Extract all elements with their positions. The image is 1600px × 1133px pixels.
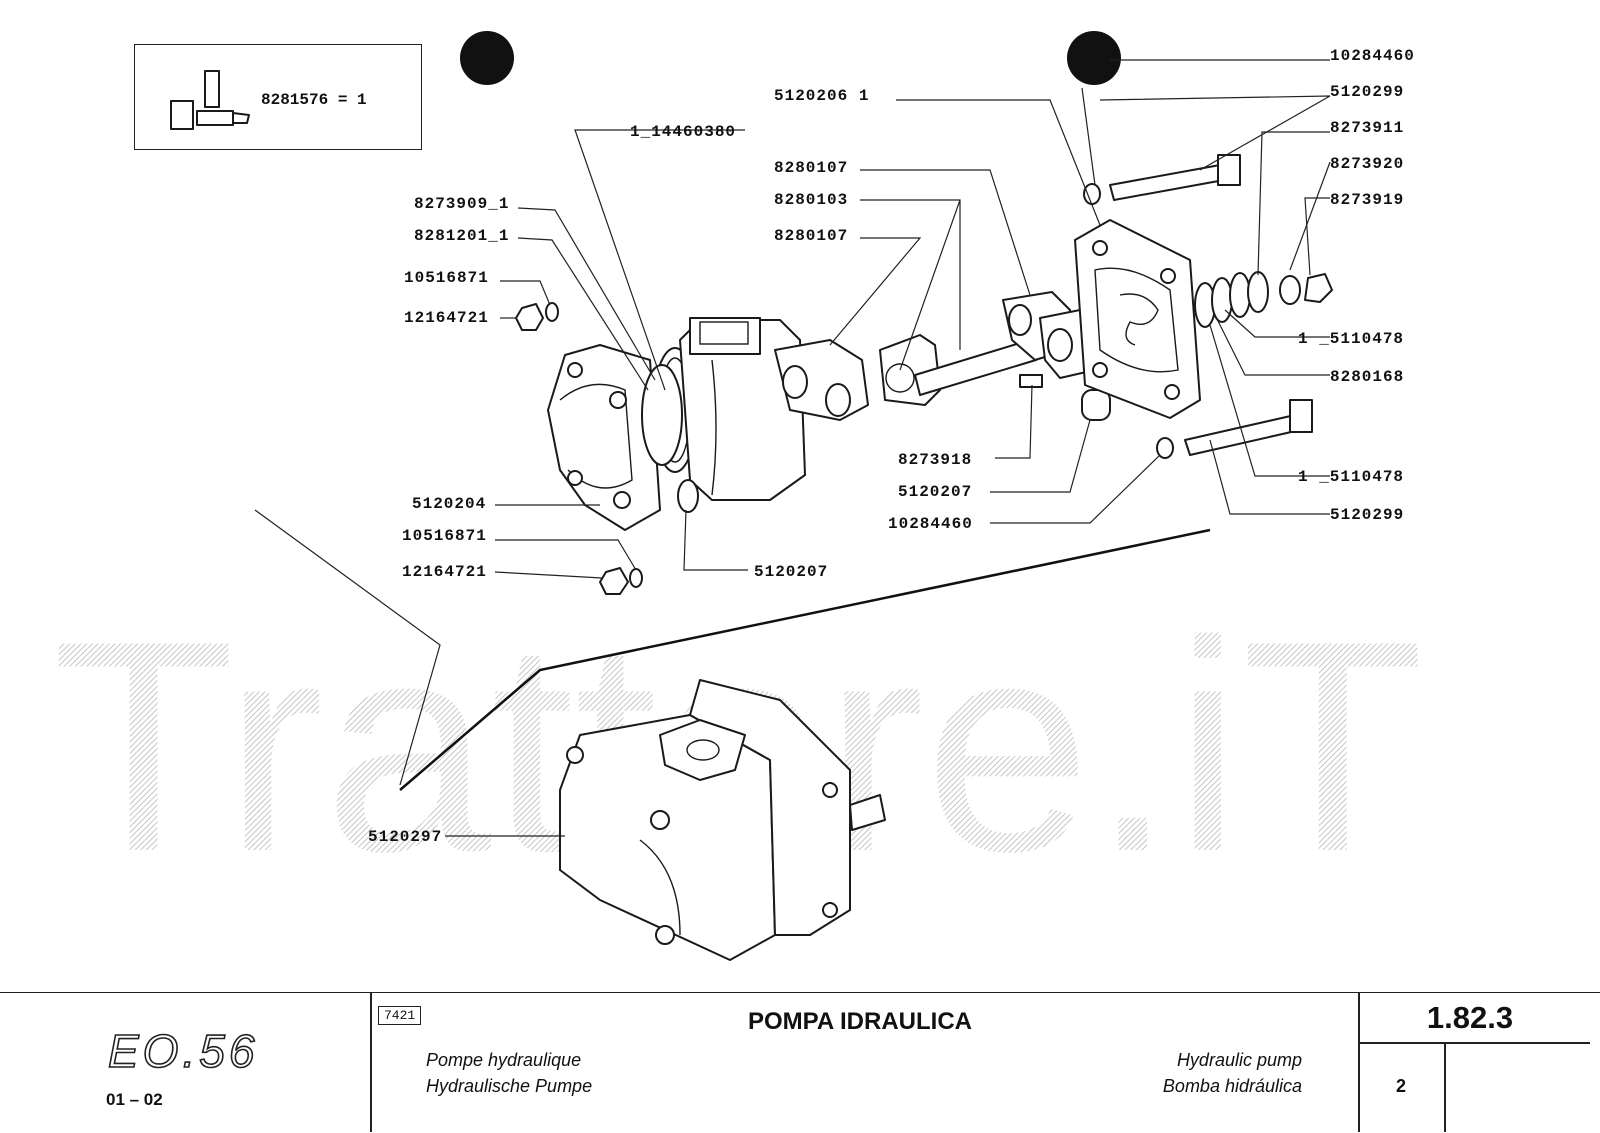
bushing-left-part [774, 339, 869, 421]
part-label: 5120299 [1330, 506, 1404, 524]
spring-valve-part [1194, 271, 1333, 328]
model-date: 01 – 02 [106, 1090, 163, 1109]
part-label: 5120297 [368, 828, 442, 846]
part-label: 8273909_1 [414, 195, 509, 213]
section-code: 7421 [378, 1006, 422, 1025]
key-part [1019, 374, 1043, 388]
page-number: 2 [1396, 1076, 1407, 1096]
part-label: 1 _5110478 [1298, 330, 1404, 348]
title-spanish: Bomba hidráulica [1162, 1076, 1302, 1096]
part-label: 8273918 [898, 451, 972, 469]
washer-part [1156, 437, 1174, 459]
divider [1358, 992, 1360, 1132]
nut-washer-top-part [515, 302, 559, 331]
part-label: 5120204 [412, 495, 486, 513]
part-label: 5120206 1 [774, 87, 869, 105]
nut-washer-bottom-part [599, 567, 643, 595]
kit-box: 8281576 = 1 [134, 44, 422, 150]
bolt-bottom-part [1184, 399, 1313, 456]
part-label: 12164721 [402, 563, 487, 581]
marker-dot-right [1067, 31, 1121, 85]
part-label: 5120299 [1330, 83, 1404, 101]
gear-shaft-part [879, 334, 1037, 406]
rear-cover-part [1074, 219, 1201, 419]
divider [370, 992, 372, 1132]
kit-parts-icon [170, 70, 250, 130]
bolt-top-part [1109, 154, 1241, 201]
title-french: Pompe hydraulique [426, 1050, 582, 1070]
part-label: 8280103 [774, 191, 848, 209]
part-label: 10516871 [402, 527, 487, 545]
part-label: 8273911 [1330, 119, 1404, 137]
part-label: 1 _5110478 [1298, 468, 1404, 486]
part-label: 10284460 [888, 515, 973, 533]
kit-part-number: 8281576 = 1 [261, 91, 367, 109]
dowel-part [1081, 389, 1111, 421]
part-label: 8281201_1 [414, 227, 509, 245]
exploded-diagram: Trattore.iT [52, 31, 1424, 961]
part-label: 8280168 [1330, 368, 1404, 386]
part-label: 8273919 [1330, 191, 1404, 209]
model-logo: EO.56 [107, 1024, 259, 1078]
part-label: 10284460 [1330, 47, 1415, 65]
divider [1358, 1042, 1590, 1044]
leader-lines [254, 59, 1331, 837]
part-label: 5120207 [898, 483, 972, 501]
part-label: 10516871 [404, 269, 489, 287]
front-cover-part [547, 344, 661, 531]
part-label: 1_14460380 [630, 123, 736, 141]
title-german: Hydraulische Pumpe [426, 1076, 593, 1096]
part-label: 8273920 [1330, 155, 1404, 173]
title-english: Hydraulic pump [1176, 1050, 1302, 1070]
washer-part [1083, 183, 1101, 205]
marker-dot-left [460, 31, 514, 85]
divider [1444, 1042, 1446, 1132]
page-title: POMPA IDRAULICA [748, 1008, 972, 1035]
part-label: 8280107 [774, 159, 848, 177]
part-label: 8280107 [774, 227, 848, 245]
part-label: 12164721 [404, 309, 489, 327]
title-block [0, 992, 1600, 1133]
part-label: 5120207 [754, 563, 828, 581]
pump-body-part [677, 317, 806, 513]
page-code: 1.82.3 [1426, 1000, 1514, 1035]
assembled-pump-part [559, 679, 886, 961]
